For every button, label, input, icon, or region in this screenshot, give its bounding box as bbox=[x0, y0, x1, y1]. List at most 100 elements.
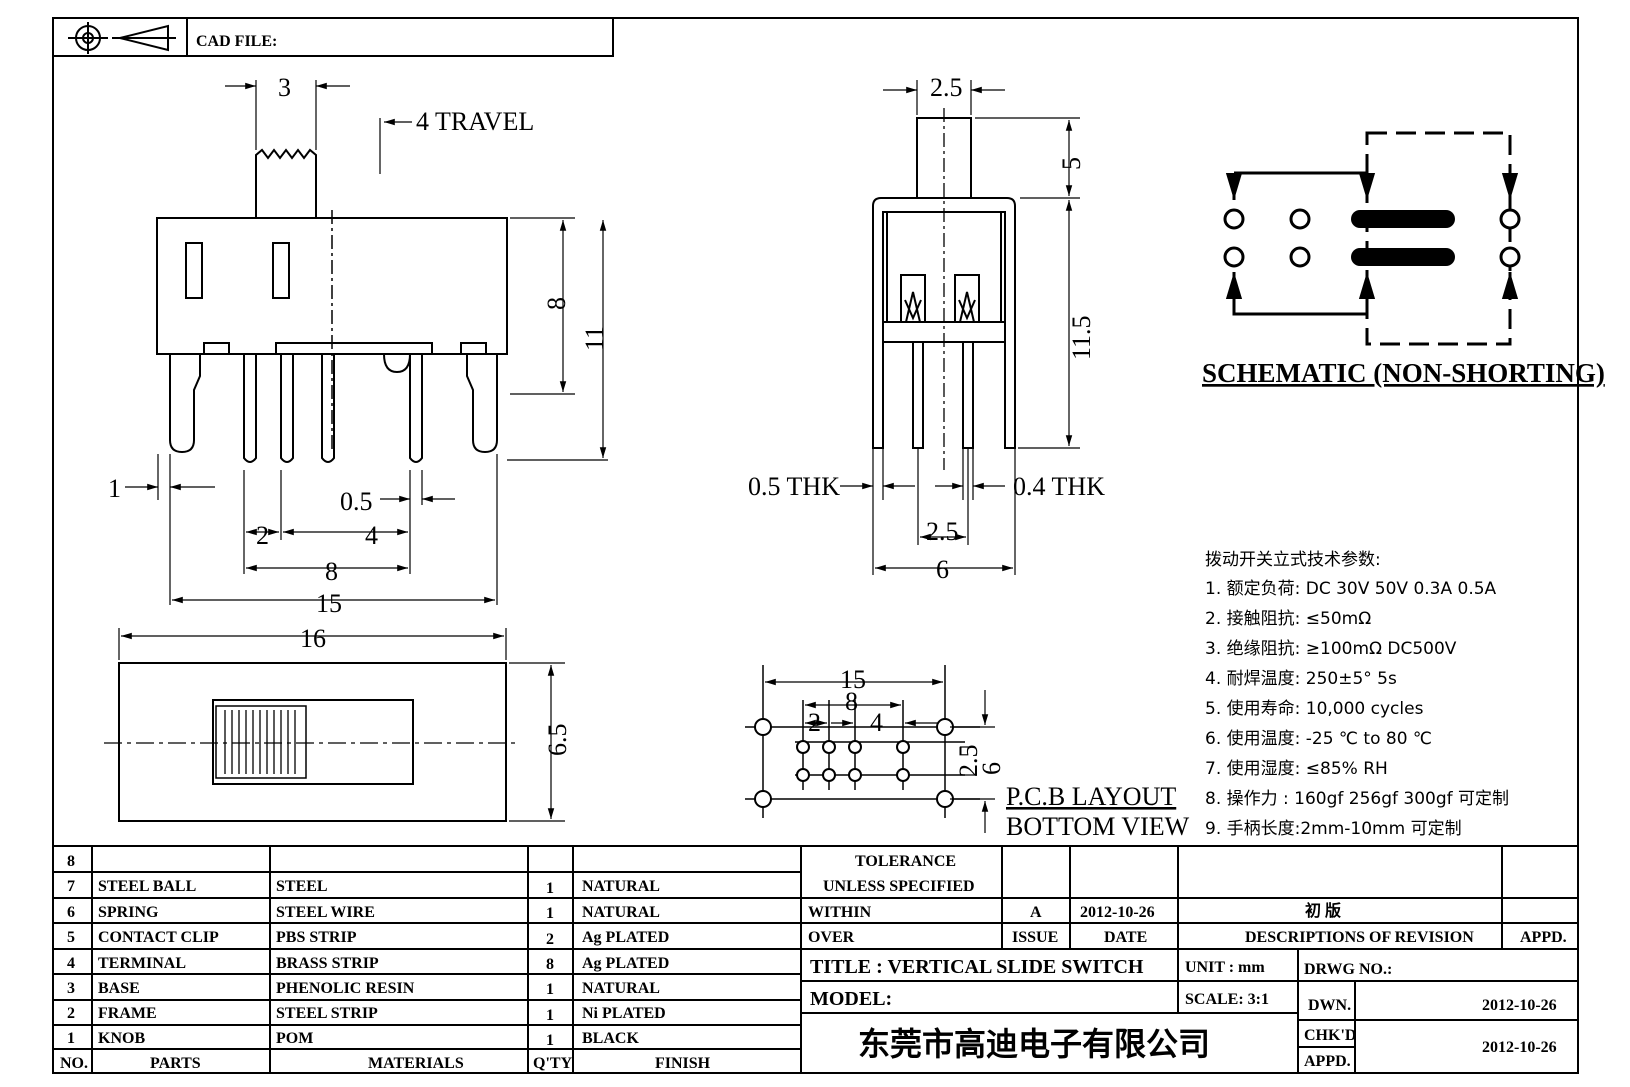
spec-item: 8. 操作力 : 160gf 256gf 300gf 可定制 bbox=[1205, 789, 1509, 809]
spec-item: 3. 绝缘阻抗: ≥100mΩ DC500V bbox=[1205, 639, 1457, 659]
bom-part: SPRING bbox=[98, 904, 159, 921]
dim-pitch-2: 2 bbox=[256, 521, 269, 550]
pcb-layout bbox=[745, 665, 995, 833]
dim-pin-span-2-5: 2.5 bbox=[926, 517, 959, 546]
model-label: MODEL: bbox=[810, 988, 892, 1010]
schematic-contact bbox=[1223, 246, 1245, 268]
over-label: OVER bbox=[808, 929, 855, 946]
spec-item: 2. 接触阻抗: ≤50mΩ bbox=[1205, 609, 1371, 629]
schematic-contact bbox=[1289, 246, 1311, 268]
bom-no: 7 bbox=[67, 878, 75, 895]
projection-symbol-icon bbox=[68, 22, 176, 54]
spec-item: 1. 额定负荷: DC 30V 50V 0.3A 0.5A bbox=[1205, 579, 1497, 599]
bom-qty: 8 bbox=[546, 956, 554, 973]
pcb-dimensions: 15 8 2 4 2.5 6 P.C.B LAYOUT BOTTOM VIEW bbox=[808, 665, 1190, 841]
spec-item: 9. 手柄长度:2mm-10mm 可定制 bbox=[1205, 819, 1462, 839]
tolerance-label: TOLERANCE bbox=[855, 853, 956, 870]
bom-header-parts: PARTS bbox=[150, 1055, 201, 1072]
bom-no: 6 bbox=[67, 904, 75, 921]
bom-finish: Ag PLATED bbox=[582, 929, 669, 946]
dim-overall-15: 15 bbox=[316, 589, 342, 618]
descriptions-label: DESCRIPTIONS OF REVISION bbox=[1245, 929, 1474, 946]
schematic-contact bbox=[1499, 208, 1521, 230]
drawing-border bbox=[52, 17, 1579, 1074]
bom-no: 2 bbox=[67, 1005, 75, 1022]
front-view bbox=[125, 80, 608, 605]
scale-label: SCALE: 3:1 bbox=[1185, 991, 1269, 1008]
dim-pin-thickness: 0.5 bbox=[340, 487, 373, 516]
schematic-contact bbox=[1499, 246, 1521, 268]
spec-item: 5. 使用寿命: 10,000 cycles bbox=[1205, 698, 1424, 719]
dim-pitch-8: 8 bbox=[325, 557, 338, 586]
unit-label: UNIT : mm bbox=[1185, 959, 1265, 976]
bom-material: BRASS STRIP bbox=[276, 955, 379, 972]
pcb-dim-6: 6 bbox=[977, 762, 1006, 775]
bom-material: PHENOLIC RESIN bbox=[276, 980, 415, 997]
bom-rows: 8 7 STEEL BALL STEEL 1 NATURAL 6 SPRING … bbox=[60, 853, 711, 1072]
dim-width-6: 6 bbox=[936, 555, 949, 584]
pcb-dim-15: 15 bbox=[840, 665, 866, 694]
issue-value: A bbox=[1030, 904, 1042, 921]
bom-no: 1 bbox=[67, 1030, 75, 1047]
revision-description-value: 初 版 bbox=[1305, 901, 1341, 920]
bom-no: 5 bbox=[67, 929, 75, 946]
bom-material: STEEL STRIP bbox=[276, 1005, 378, 1022]
bom-finish: NATURAL bbox=[582, 904, 660, 921]
approved-label: APPD. bbox=[1304, 1053, 1351, 1070]
within-label: WITHIN bbox=[808, 904, 872, 921]
bom-material: POM bbox=[276, 1030, 313, 1047]
thk-left-label: 0.5 THK bbox=[748, 472, 840, 501]
bom-finish: Ni PLATED bbox=[582, 1005, 666, 1022]
spec-item: 7. 使用湿度: ≤85% RH bbox=[1205, 758, 1388, 779]
header-block: CAD FILE: bbox=[52, 17, 614, 57]
bom-finish: Ag PLATED bbox=[582, 955, 669, 972]
unless-specified-label: UNLESS SPECIFIED bbox=[823, 878, 975, 895]
cad-file-label: CAD FILE: bbox=[196, 33, 277, 50]
checked-date: 2012-10-26 bbox=[1482, 1039, 1557, 1056]
bom-header-finish: FINISH bbox=[655, 1055, 711, 1072]
side-view bbox=[840, 80, 1080, 575]
bom-qty: 1 bbox=[546, 1032, 554, 1049]
bom-header-materials: MATERIALS bbox=[368, 1055, 464, 1072]
bom-part: STEEL BALL bbox=[98, 878, 196, 895]
dim-knob-width: 3 bbox=[278, 73, 291, 102]
issue-date-value: 2012-10-26 bbox=[1080, 904, 1155, 921]
bom-part: TERMINAL bbox=[98, 955, 186, 972]
side-view-dimensions: 2.5 5 11.5 0.5 THK 0.4 THK 2.5 6 bbox=[748, 73, 1105, 584]
bom-header-no: NO. bbox=[60, 1055, 88, 1072]
schematic-contact bbox=[1223, 208, 1245, 230]
schematic-title: SCHEMATIC (NON-SHORTING) bbox=[1202, 358, 1605, 388]
bom-material: PBS STRIP bbox=[276, 929, 357, 946]
top-view bbox=[104, 628, 565, 822]
pcb-dim-8: 8 bbox=[845, 687, 858, 716]
bom-material: STEEL bbox=[276, 878, 328, 895]
spec-list: 拨动开关立式技术参数: 1. 额定负荷: DC 30V 50V 0.3A 0.5… bbox=[1205, 550, 1509, 839]
drawing-title: TITLE : VERTICAL SLIDE SWITCH bbox=[810, 956, 1144, 978]
dim-length-16: 16 bbox=[300, 624, 326, 653]
dim-travel: 4 TRAVEL bbox=[416, 107, 534, 136]
front-view-dimensions: 3 4 TRAVEL 8 11 1 0.5 2 4 8 15 bbox=[108, 73, 609, 618]
bom-no: 3 bbox=[67, 980, 75, 997]
top-view-dimensions: 16 6.5 bbox=[300, 624, 572, 756]
schematic bbox=[1223, 131, 1521, 346]
pcb-dim-4: 4 bbox=[870, 708, 883, 737]
bom-part: FRAME bbox=[98, 1005, 157, 1022]
date-label: DATE bbox=[1104, 929, 1147, 946]
appd-label: APPD. bbox=[1520, 929, 1567, 946]
bom-no: 8 bbox=[67, 853, 75, 870]
bom-part: CONTACT CLIP bbox=[98, 929, 219, 946]
dim-width-6-5: 6.5 bbox=[543, 724, 572, 757]
drawing-number-label: DRWG NO.: bbox=[1304, 961, 1392, 978]
bom-qty: 1 bbox=[546, 981, 554, 998]
pcb-dim-2-5: 2.5 bbox=[954, 745, 983, 778]
pcb-dim-2: 2 bbox=[808, 708, 821, 737]
issue-label: ISSUE bbox=[1012, 929, 1058, 946]
pcb-title-line2: BOTTOM VIEW bbox=[1006, 812, 1190, 841]
pcb-title-line1: P.C.B LAYOUT bbox=[1006, 782, 1176, 811]
drawn-date: 2012-10-26 bbox=[1482, 997, 1557, 1014]
bom-part: KNOB bbox=[98, 1030, 145, 1047]
thk-right-label: 0.4 THK bbox=[1013, 472, 1105, 501]
bom-material: STEEL WIRE bbox=[276, 904, 375, 921]
bom-part: BASE bbox=[98, 980, 140, 997]
bom-qty: 1 bbox=[546, 880, 554, 897]
